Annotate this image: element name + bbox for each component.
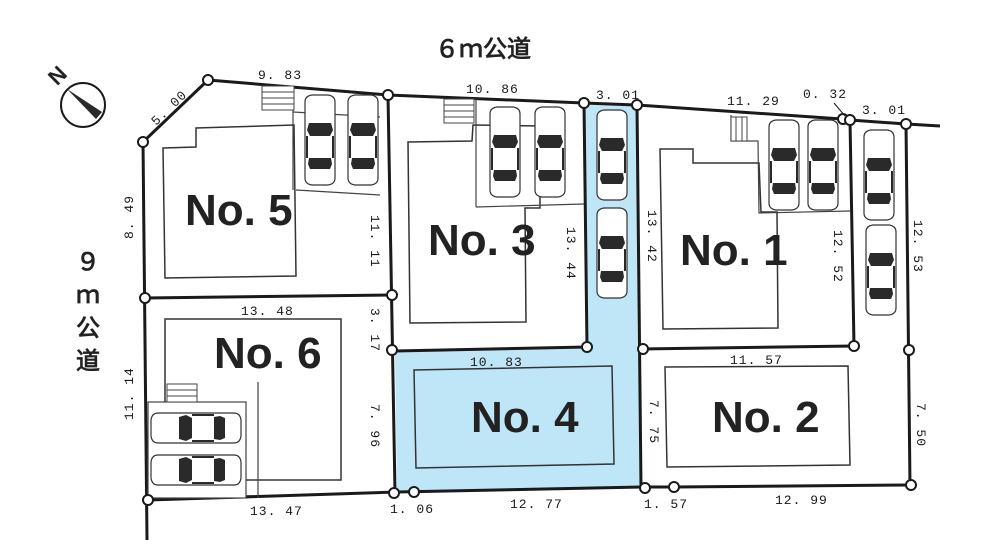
house-footprint-4 [413,365,615,469]
lot-5-label: No. 5 [185,186,293,235]
lot-4-label: No. 4 [471,393,579,442]
lot-4-area[interactable] [395,103,641,492]
lot-line-5-6 [144,293,393,300]
north-arrow-icon: N [43,61,106,128]
north-boundary [207,78,941,128]
car-icon [151,413,241,443]
dim-lot2-south: 12. 99 [775,493,828,508]
dim-lot6-west: 11. 14 [122,367,137,420]
car-icon [534,106,566,198]
dim-lot1-north: 11. 29 [727,94,780,109]
car-icon [865,224,897,316]
car-icon [596,109,628,201]
dim-lot1-east: 12. 52 [830,230,845,283]
stairs-icon [730,116,748,142]
north-label: N [43,61,72,90]
dim-corner-cut: 5. 00 [148,88,190,129]
dim-offset-north: 0. 32 [803,87,847,102]
dim-lot2-north: 11. 57 [730,353,783,368]
lot-6-label: No. 6 [214,329,322,378]
corner-cut-line [141,78,210,144]
lot-2-label: No. 2 [712,393,820,442]
dim-driveway-north: 3. 01 [596,88,640,103]
east-boundary [904,123,912,486]
svg-text:９: ９ [76,248,100,276]
house-footprint-2 [664,365,851,468]
dim-south-gap-right: 1. 57 [644,497,688,512]
svg-text:公: 公 [76,314,100,342]
dim-lot5-north: 9. 83 [258,68,302,83]
stairs-icon [166,383,198,403]
house-footprint-6 [164,318,342,481]
house-footprint-3 [407,124,541,324]
west-road-label: ９ ｍ 公 道 [76,248,100,375]
car-icon [304,94,336,186]
car-icon [596,207,628,299]
dim-lot2-east: 7. 50 [913,403,928,447]
dim-south-gap-left: 1. 06 [390,502,434,517]
car-icon [807,119,839,211]
lot-line-1-2 [639,344,855,351]
lot-line-1-strip [848,119,856,347]
house-footprint-1 [659,148,779,330]
north-road-label: ６ｍ公道 [435,35,531,63]
dim-lot6-south: 13. 47 [250,504,303,519]
dim-lot3-north: 10. 86 [466,82,519,97]
lot-1-label: No. 1 [680,226,788,275]
dim-lot5-lot6: 13. 48 [241,304,294,319]
svg-text:道: 道 [76,347,100,375]
dim-lot5-east: 11. 11 [367,215,382,268]
dim-lot6-upper-east: 3. 17 [367,308,382,352]
stairs-icon [443,98,475,124]
car-icon [489,106,521,198]
house-footprint-5 [162,124,297,279]
lot-line-driveway-1 [635,104,643,488]
car-icon [151,455,241,485]
dim-lot5-west: 8. 49 [122,195,137,239]
dim-lot4-south: 12. 77 [510,497,563,512]
dim-lot6-east: 7. 96 [367,404,382,448]
dim-east-strip-north: 3. 01 [862,103,906,118]
car-icon [347,94,379,186]
dim-lot4-north: 10. 83 [470,355,523,370]
dim-lot1-west: 13. 42 [644,210,659,263]
lot-3-label: No. 3 [428,216,536,265]
dim-east-strip-east: 12. 53 [910,220,925,273]
stairs-icon [261,85,295,111]
car-icon [863,129,895,221]
lot-line-3-4 [394,345,588,353]
dim-lot4-east: 7. 75 [646,400,661,444]
dim-lot3-east: 13. 44 [563,227,578,280]
svg-text:ｍ: ｍ [76,281,100,309]
boundary-markers [137,74,917,506]
car-icon [768,119,800,211]
west-boundary [141,141,149,541]
lot-line-3-driveway [582,102,589,348]
